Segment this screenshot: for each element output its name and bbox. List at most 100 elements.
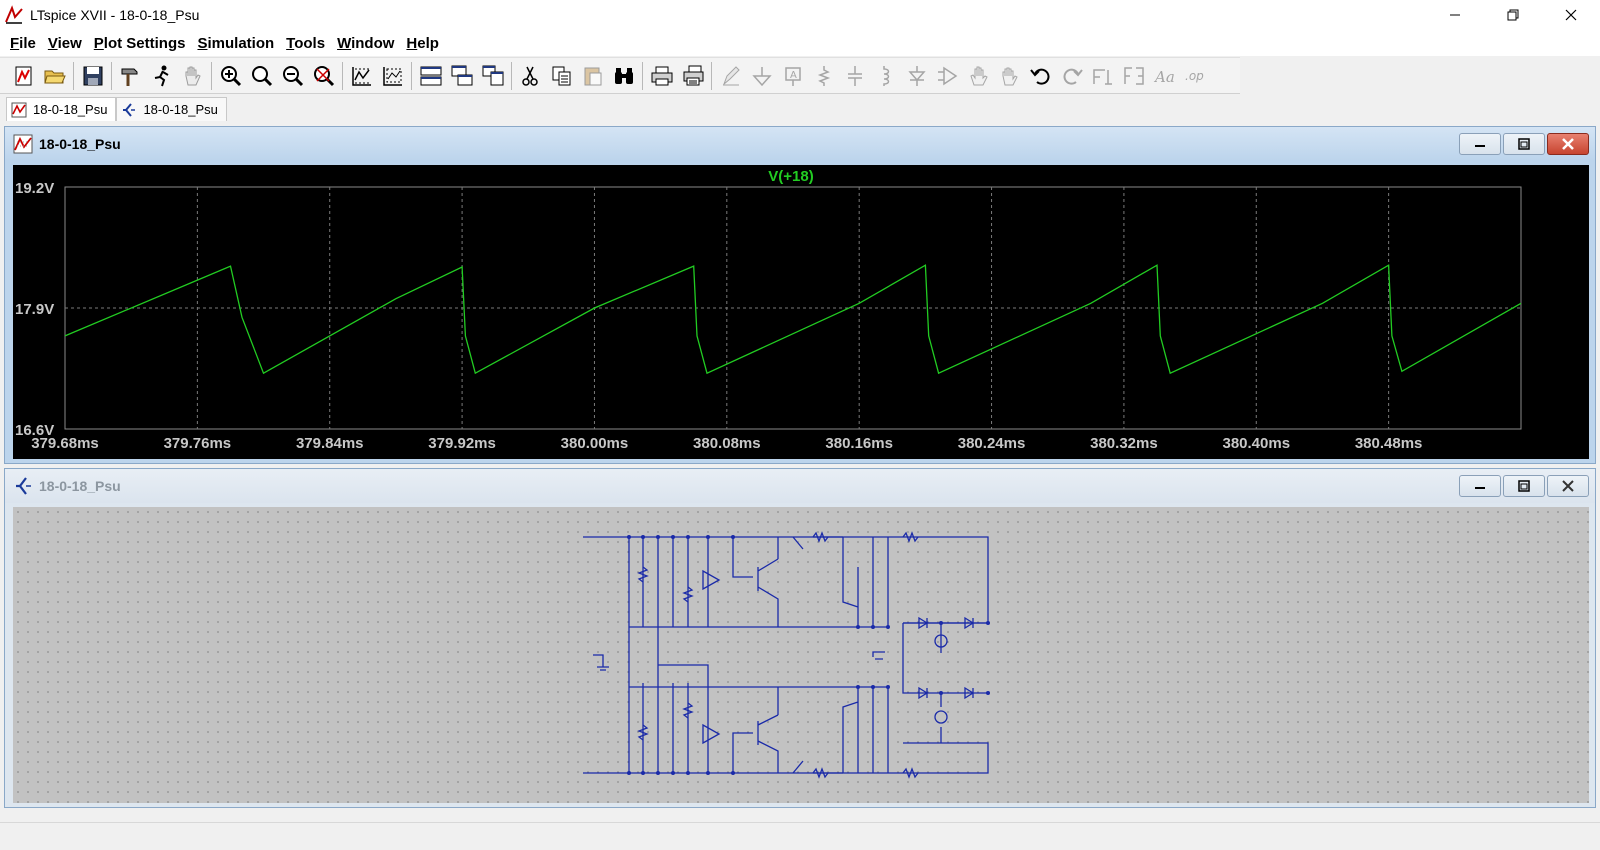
run-button[interactable]	[146, 60, 177, 91]
zoom-area-button[interactable]	[215, 60, 246, 91]
draw-wire-button[interactable]	[715, 60, 746, 91]
window-minimize-button[interactable]	[1426, 0, 1484, 30]
zoom-out-button[interactable]	[277, 60, 308, 91]
trace-v-plus18[interactable]	[64, 264, 1522, 375]
tab-schematic[interactable]: 18-0-18_Psu	[116, 97, 227, 121]
printer-icon	[651, 66, 672, 85]
copy-icon	[552, 66, 570, 85]
schematic-minimize-button[interactable]	[1459, 475, 1501, 497]
print-button[interactable]	[646, 60, 677, 91]
zoom-fit-button[interactable]	[308, 60, 339, 91]
find-button[interactable]	[608, 60, 639, 91]
ltspice-logo-icon	[5, 5, 23, 24]
window-close-button[interactable]	[1542, 0, 1600, 30]
undo-icon	[1029, 68, 1049, 85]
y-tick-label: 16.6V	[15, 422, 54, 439]
save-icon	[83, 66, 102, 85]
x-tick-label: 380.24ms	[958, 435, 1026, 452]
resistor-button[interactable]	[808, 60, 839, 91]
capacitor-icon	[847, 65, 862, 86]
mirror-icon	[1123, 66, 1144, 85]
schematic-close-button[interactable]	[1547, 475, 1589, 497]
waveform-doc-icon	[11, 102, 27, 117]
autorange-icon	[351, 66, 371, 86]
schematic-drawing[interactable]	[13, 507, 1589, 803]
window-maximize-button[interactable]	[1484, 0, 1542, 30]
x-tick-label: 379.68ms	[31, 435, 99, 452]
rotate-button[interactable]	[1087, 60, 1118, 91]
copy-button[interactable]	[546, 60, 577, 91]
x-tick-label: 380.32ms	[1090, 435, 1158, 452]
waveform-window-titlebar[interactable]: 18-0-18_Psu	[5, 127, 1595, 161]
menu-tools[interactable]: Tools	[286, 34, 326, 52]
capacitor-button[interactable]	[839, 60, 870, 91]
menu-view[interactable]: View	[47, 34, 82, 52]
toolbar-separator	[511, 61, 512, 90]
pan-button[interactable]	[246, 60, 277, 91]
manual-limits-button[interactable]	[377, 60, 408, 91]
zoom-fit-icon	[313, 65, 334, 86]
x-tick-label: 380.00ms	[561, 435, 629, 452]
tab-waveform[interactable]: 18-0-18_Psu	[6, 97, 117, 121]
trace-label-v-plus18[interactable]: V(+18)	[768, 168, 813, 185]
control-panel-button[interactable]	[115, 60, 146, 91]
undo-button[interactable]	[1025, 60, 1056, 91]
autorange-button[interactable]	[346, 60, 377, 91]
title-bar[interactable]: LTspice XVII - 18-0-18_Psu	[0, 0, 1600, 30]
redo-button[interactable]	[1056, 60, 1087, 91]
schematic-window-icon	[16, 477, 31, 495]
component-button[interactable]	[932, 60, 963, 91]
paste-icon	[584, 67, 601, 85]
waveform-maximize-button[interactable]	[1503, 133, 1545, 155]
label-net-button[interactable]: A	[777, 60, 808, 91]
new-schematic-button[interactable]	[8, 60, 39, 91]
print-setup-button[interactable]	[677, 60, 708, 91]
drag-button[interactable]	[994, 60, 1025, 91]
x-tick-label: 379.84ms	[296, 435, 364, 452]
open-button[interactable]	[39, 60, 70, 91]
text-button[interactable]: Aa	[1149, 60, 1180, 91]
menu-plot-settings[interactable]: Plot Settings	[93, 34, 186, 52]
rotate-icon	[1092, 68, 1112, 85]
zoom-out-icon	[282, 65, 303, 86]
tile-vertical-button[interactable]	[477, 60, 508, 91]
diode-button[interactable]	[901, 60, 932, 91]
waveform-window-title: 18-0-18_Psu	[39, 136, 121, 152]
cascade-button[interactable]	[446, 60, 477, 91]
paste-button[interactable]	[577, 60, 608, 91]
move-button[interactable]	[963, 60, 994, 91]
menu-file[interactable]: File	[10, 34, 36, 52]
tab-label: 18-0-18_Psu	[33, 102, 108, 117]
ground-button[interactable]	[746, 60, 777, 91]
tile-horizontal-button[interactable]	[415, 60, 446, 91]
waveform-close-button[interactable]	[1547, 133, 1589, 155]
menu-help[interactable]: Help	[406, 34, 439, 52]
schematic-maximize-button[interactable]	[1503, 475, 1545, 497]
waveform-window-icon	[13, 134, 33, 154]
cut-button[interactable]	[515, 60, 546, 91]
menu-simulation[interactable]: Simulation	[197, 34, 275, 52]
component-icon	[937, 66, 957, 85]
status-bar	[0, 822, 1600, 850]
save-button[interactable]	[77, 60, 108, 91]
halt-button[interactable]	[177, 60, 208, 91]
tile-horizontal-icon	[420, 66, 441, 85]
magnifier-icon	[251, 65, 272, 86]
inductor-button[interactable]	[870, 60, 901, 91]
mirror-button[interactable]	[1118, 60, 1149, 91]
toolbar-separator	[411, 61, 412, 90]
scissors-icon	[521, 66, 538, 86]
y-tick-label: 19.2V	[15, 180, 54, 197]
schematic-canvas[interactable]	[13, 507, 1589, 803]
x-tick-label: 380.48ms	[1355, 435, 1423, 452]
x-tick-label: 380.08ms	[693, 435, 761, 452]
new-schematic-icon	[15, 66, 31, 85]
schematic-window-titlebar[interactable]: 18-0-18_Psu	[5, 469, 1595, 503]
spice-directive-button[interactable]: .op	[1180, 60, 1211, 91]
waveform-minimize-button[interactable]	[1459, 133, 1501, 155]
menu-window[interactable]: Window	[337, 34, 395, 52]
spice-directive-icon: .op	[1185, 69, 1204, 83]
window-title: LTspice XVII - 18-0-18_Psu	[30, 7, 200, 23]
